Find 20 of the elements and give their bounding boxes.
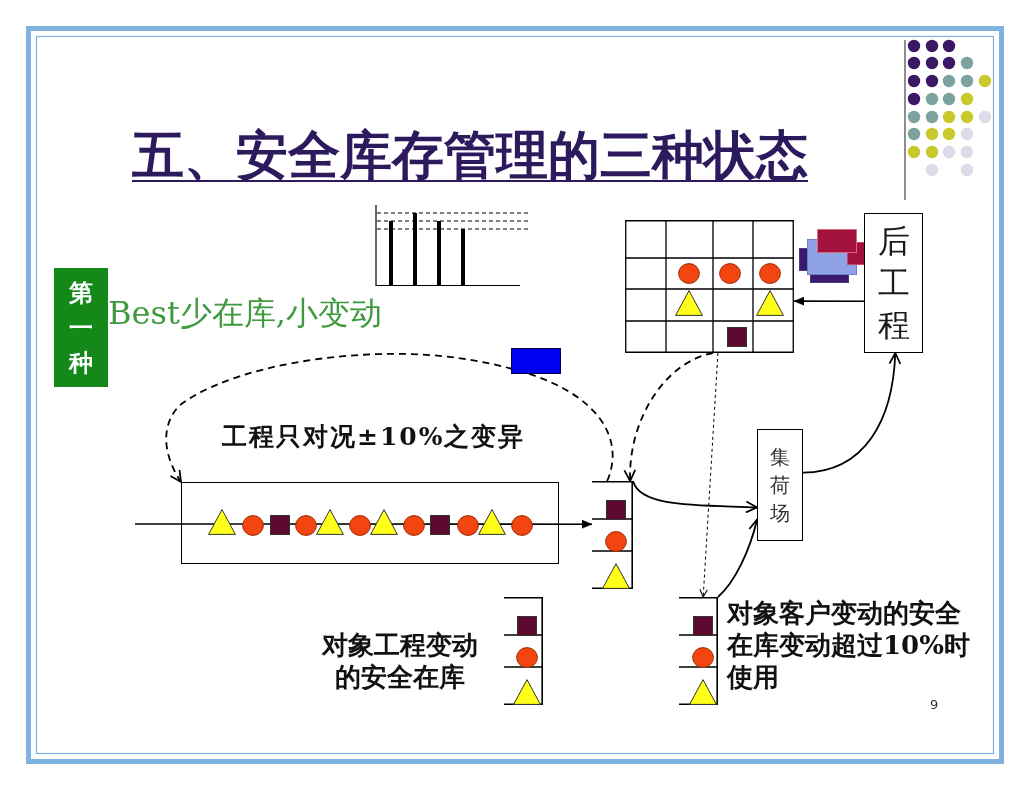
note-text: 工程只对况±10%之变异 [222, 422, 526, 452]
conveyor-box [181, 482, 559, 564]
dashed-arrow [165, 352, 614, 483]
shelf-label: 对象工程变动的安全在库 [320, 629, 479, 693]
label-box: 第一种 [54, 268, 108, 387]
subtitle: Best少在库,小变动 [108, 293, 382, 333]
process-box: 集荷场 [757, 429, 803, 541]
page-number: 9 [930, 697, 939, 713]
shelf [592, 481, 633, 589]
arrow [793, 296, 865, 306]
arrow [802, 352, 901, 474]
process-box: 后工程 [864, 213, 923, 353]
shelf-label: 对象客户变动的安全在库变动超过10%时使用 [727, 597, 971, 693]
title: 五、安全库存管理的三种状态 [132, 124, 808, 186]
shelf [504, 597, 543, 705]
storage-grid [625, 220, 794, 353]
dashed-arrow [624, 352, 714, 482]
shelf [679, 597, 718, 705]
arrow [632, 480, 758, 514]
dashed-arrow [699, 352, 719, 598]
